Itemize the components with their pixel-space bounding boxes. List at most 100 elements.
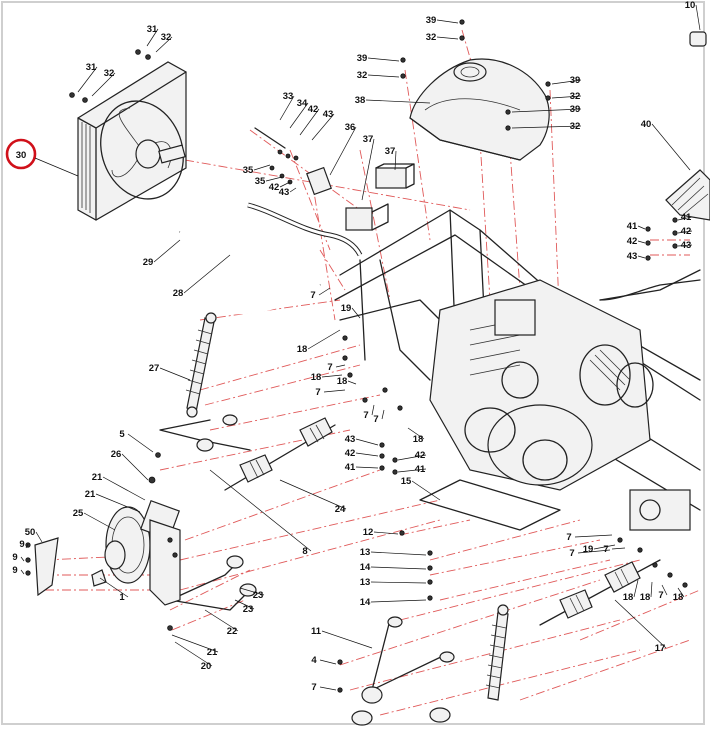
callout-leader-c10	[695, 4, 701, 31]
callout-c39c: 39	[570, 75, 581, 86]
callout-leader-c33	[279, 95, 295, 121]
callout-leader-c43c	[637, 255, 646, 259]
callout-c43c: 43	[627, 251, 638, 262]
callout-leader-c17	[614, 599, 667, 649]
callout-leader-c23a	[239, 587, 265, 596]
callout-leader-c7j	[319, 686, 337, 691]
callout-c32c: 32	[426, 32, 437, 43]
callout-c21c: 21	[207, 647, 218, 658]
upper-a-arm	[159, 414, 251, 452]
callout-leader-c19a	[351, 307, 361, 319]
callout-c50: 50	[25, 527, 36, 538]
callout-leader-c27	[159, 367, 191, 381]
callout-c21b: 21	[85, 489, 96, 500]
callout-leader-c7b	[335, 364, 346, 368]
callout-c32e: 32	[570, 91, 581, 102]
callout-leader-c7a	[318, 287, 331, 296]
callout-leader-c21b	[95, 493, 141, 513]
callout-c35b: 35	[255, 176, 266, 187]
callout-leader-c20	[174, 641, 213, 667]
callout-leader-c13a	[370, 551, 427, 556]
callout-leader-c23b	[234, 599, 255, 610]
callout-leader-c18d	[407, 427, 425, 440]
highlight-leader	[34, 157, 79, 177]
callout-leader-c36	[329, 126, 357, 176]
callout-leader-c31b	[77, 66, 98, 93]
callout-c23a: 23	[253, 590, 264, 601]
callout-c14a: 14	[360, 562, 371, 573]
front-shock-27	[185, 312, 217, 418]
callout-leader-c32b	[91, 72, 116, 97]
callout-c27: 27	[149, 363, 160, 374]
callout-leader-c7f	[574, 534, 613, 538]
callout-leader-c43e	[355, 438, 379, 446]
lower-a-arm	[169, 555, 257, 611]
fasteners	[25, 19, 688, 693]
callout-leader-c24	[279, 479, 347, 510]
callout-leader-c8	[209, 469, 312, 552]
callout-c18b: 18	[311, 372, 322, 383]
callout-leader-c4	[319, 659, 337, 665]
callout-leader-c9b	[20, 556, 25, 562]
callout-c43a: 43	[323, 109, 334, 120]
callout-leader-c11	[321, 630, 373, 649]
callout-c37a: 37	[363, 134, 374, 145]
callout-c7b: 7	[327, 362, 332, 373]
callout-leader-c15	[411, 480, 441, 501]
callout-c9b: 9	[12, 552, 17, 563]
callout-c5: 5	[119, 429, 125, 440]
callout-c15: 15	[401, 476, 412, 487]
callout-c17: 17	[655, 643, 666, 654]
callout-c7a: 7	[310, 290, 315, 301]
rear-a-arm-11	[351, 616, 455, 726]
callout-leader-c18b	[321, 374, 343, 378]
callout-leader-c7c	[323, 389, 346, 393]
callout-leader-c42d	[677, 230, 693, 234]
callout-c26: 26	[111, 449, 122, 460]
callout-c23b: 23	[243, 604, 254, 615]
callout-leader-c32c	[436, 36, 459, 40]
callout-c39a: 39	[426, 15, 437, 26]
callout-c32d: 32	[357, 70, 368, 81]
callout-c7e: 7	[373, 414, 378, 425]
callout-c42c: 42	[627, 236, 638, 247]
callout-c33: 33	[283, 91, 294, 102]
highlight-label: 30	[16, 150, 27, 161]
callout-leader-c37b	[394, 150, 397, 171]
callout-leader-c37a	[361, 138, 375, 201]
callout-leader-c21c	[171, 634, 219, 653]
coolant-hoses	[179, 202, 363, 315]
callout-c19a: 19	[341, 303, 352, 314]
callout-c7i: 7	[658, 590, 663, 601]
callout-c29: 29	[143, 257, 154, 268]
callout-leader-c9c	[20, 569, 25, 575]
callout-c41d: 41	[415, 464, 426, 475]
callout-leader-c1	[99, 577, 129, 598]
callout-leader-c7g	[577, 549, 611, 554]
callout-c18d: 18	[413, 434, 424, 445]
callout-leader-c29	[153, 239, 181, 263]
callout-leader-c12	[373, 531, 399, 535]
callout-c18f: 18	[640, 592, 651, 603]
callout-c18g: 18	[673, 592, 684, 603]
callout-c37b: 37	[385, 146, 396, 157]
callout-c35a: 35	[243, 165, 254, 176]
callout-leader-c32a	[155, 36, 173, 53]
callout-leader-c14b	[370, 599, 427, 603]
callout-leader-c42c	[637, 240, 646, 244]
callout-c40: 40	[641, 119, 652, 130]
callout-leader-c39d	[511, 108, 582, 113]
callout-c42d: 42	[681, 226, 692, 237]
callout-c19b: 19	[583, 544, 594, 555]
callout-leader-c31a	[146, 28, 159, 47]
callout-c13a: 13	[360, 547, 371, 558]
callout-c7c: 7	[315, 387, 320, 398]
callout-c8: 8	[302, 546, 307, 557]
callout-leader-c18c	[347, 380, 357, 385]
reservoir-bracket-parts	[254, 127, 415, 231]
callout-leader-c22	[204, 609, 239, 632]
callout-leader-c13b	[370, 581, 427, 584]
callout-c43b: 43	[279, 187, 290, 198]
